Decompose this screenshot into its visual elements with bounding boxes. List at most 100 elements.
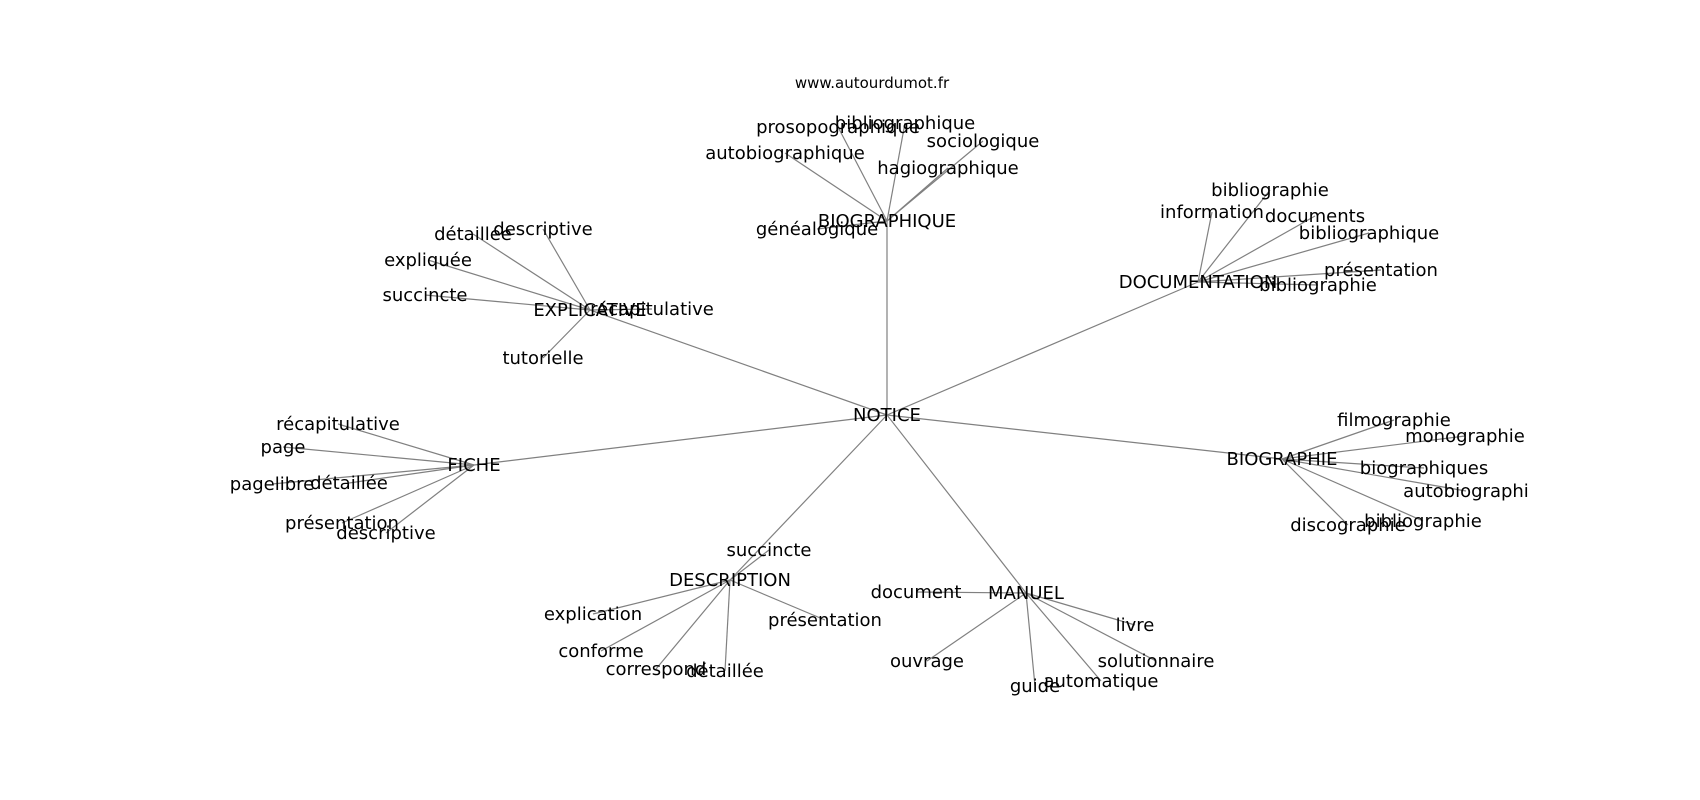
edge-biographie-bibliographie (1281, 458, 1424, 522)
node-leaf-correspond: correspond (606, 659, 707, 680)
edge-manuel-livre (1025, 592, 1136, 626)
edge-explicative-succincte (424, 294, 591, 311)
node-hub-manuel: MANUEL (988, 583, 1064, 604)
node-leaf-descriptive: descriptive (336, 523, 435, 544)
edge-biographique-hagiographique (886, 167, 949, 222)
node-leaf-presentation: présentation (1324, 260, 1438, 281)
node-leaf-bibliographie: bibliographie (1211, 180, 1329, 201)
edge-fiche-pagelibre (271, 464, 475, 485)
node-leaf-information: information (1160, 202, 1264, 223)
node-leaf-prosopographique: prosopographique (756, 117, 920, 138)
node-leaf-presentation: présentation (768, 610, 882, 631)
node-leaf-descriptive: descriptive (493, 219, 592, 240)
node-leaf-solutionnaire: solutionnaire (1098, 651, 1215, 672)
edge-explicative-recapitulative (589, 308, 653, 311)
edge-description-conforme (600, 579, 731, 652)
edge-biographie-biographiques (1281, 458, 1425, 469)
edge-documentation-information (1197, 211, 1213, 283)
node-leaf-bibliographie: bibliographie (1364, 511, 1482, 532)
edge-explicative-expliquee (427, 259, 591, 311)
edge-manuel-guide (1025, 592, 1036, 687)
edge-manuel-document (915, 591, 1027, 594)
node-leaf-autobiographi: autobiographi (1403, 481, 1529, 502)
edge-manuel-automatique (1025, 592, 1102, 682)
edge-manuel-solutionnaire (1025, 592, 1157, 662)
edge-biographique-autobiographique (784, 152, 888, 222)
edge-biographique-prosopographique (837, 126, 888, 222)
edge-explicative-tutorielle (542, 309, 591, 359)
edge-fiche-presentation (341, 464, 475, 524)
node-leaf-document: document (871, 582, 962, 603)
edge-biographie-filmographie (1281, 419, 1395, 460)
edge-center-fiche (473, 414, 888, 466)
edge-description-succincte (729, 549, 770, 581)
node-leaf-guide: guide (1010, 676, 1060, 697)
node-leaf-hagiographique: hagiographique (877, 158, 1018, 179)
node-leaf-pagelibre: pagelibre (230, 474, 314, 495)
node-leaf-succincte: succincte (726, 540, 811, 561)
node-leaf-livre: livre (1116, 615, 1155, 636)
edge-center-description (729, 414, 888, 581)
node-leaf-bibliographique: bibliographique (1299, 223, 1439, 244)
node-hub-explicative: EXPLICATIVE (533, 300, 646, 321)
edge-fiche-recapitulative (337, 423, 475, 466)
node-leaf-monographie: monographie (1405, 426, 1525, 447)
edge-manuel-ouvrage (926, 592, 1027, 662)
edge-fiche-detaillee (348, 464, 475, 484)
node-leaf-tutorielle: tutorielle (502, 348, 583, 369)
node-leaf-succincte: succincte (382, 285, 467, 306)
node-leaf-explication: explication (544, 604, 642, 625)
edge-fiche-page (282, 446, 475, 466)
edge-explicative-detaillee (472, 233, 591, 311)
node-leaf-ouvrage: ouvrage (890, 651, 964, 672)
edge-documentation-bibliographique (1197, 232, 1370, 283)
edge-description-correspond (655, 579, 731, 670)
node-hub-description: DESCRIPTION (669, 570, 791, 591)
node-hub-documentation: DOCUMENTATION (1119, 272, 1278, 293)
node-leaf-detaillee: détaillée (310, 473, 388, 494)
edge-description-presentation (729, 579, 826, 621)
node-leaf-documents: documents (1265, 206, 1365, 227)
node-leaf-recapitulative: récapitulative (590, 299, 714, 320)
edge-explicative-descriptive (542, 228, 591, 311)
node-leaf-genealogique: généalogique (756, 219, 878, 240)
edge-documentation-bibliographie (1197, 281, 1319, 286)
edge-documentation-presentation (1197, 269, 1382, 283)
edge-biographie-discographie (1281, 458, 1349, 526)
edge-center-documentation (886, 281, 1199, 416)
node-leaf-biographiques: biographiques (1360, 458, 1488, 479)
edge-center-manuel (886, 414, 1027, 594)
edge-biographique-bibliographique (886, 122, 906, 222)
node-leaf-expliquee: expliquée (384, 250, 472, 271)
node-hub-fiche: FICHE (447, 455, 500, 476)
node-leaf-recapitulative: récapitulative (276, 414, 400, 435)
labels: NOTICEBIOGRAPHIQUEprosopographiquebiblio… (230, 113, 1529, 697)
node-leaf-autobiographique: autobiographique (705, 143, 865, 164)
edge-fiche-descriptive (385, 464, 475, 534)
edge-documentation-documents (1197, 215, 1316, 283)
node-leaf-detaillee: détaillée (434, 224, 512, 245)
node-hub-biographique: BIOGRAPHIQUE (818, 211, 956, 232)
edge-biographie-monographie (1281, 435, 1466, 460)
edge-description-detaillee (724, 579, 731, 672)
node-leaf-presentation: présentation (285, 513, 399, 534)
node-leaf-bibliographie: bibliographie (1259, 275, 1377, 296)
edge-documentation-bibliographie (1197, 189, 1271, 283)
node-leaf-automatique: automatique (1043, 671, 1158, 692)
node-leaf-page: page (261, 437, 306, 458)
node-leaf-sociologique: sociologique (927, 131, 1040, 152)
edge-biographie-autobiographi (1281, 458, 1467, 492)
node-leaf-detaillee: détaillée (686, 661, 764, 682)
edge-center-explicative (589, 309, 888, 416)
site-url: www.autourdumot.fr (795, 74, 950, 92)
edge-biographique-genealogique (816, 220, 888, 230)
node-leaf-bibliographique: bibliographique (835, 113, 975, 134)
edge-center-biographie (886, 414, 1283, 460)
node-center-notice: NOTICE (853, 405, 921, 426)
node-leaf-conforme: conforme (558, 641, 643, 662)
node-hub-biographie: BIOGRAPHIE (1227, 449, 1338, 470)
edges (271, 122, 1467, 687)
node-leaf-discographie: discographie (1290, 515, 1405, 536)
edge-description-explication (592, 579, 731, 615)
